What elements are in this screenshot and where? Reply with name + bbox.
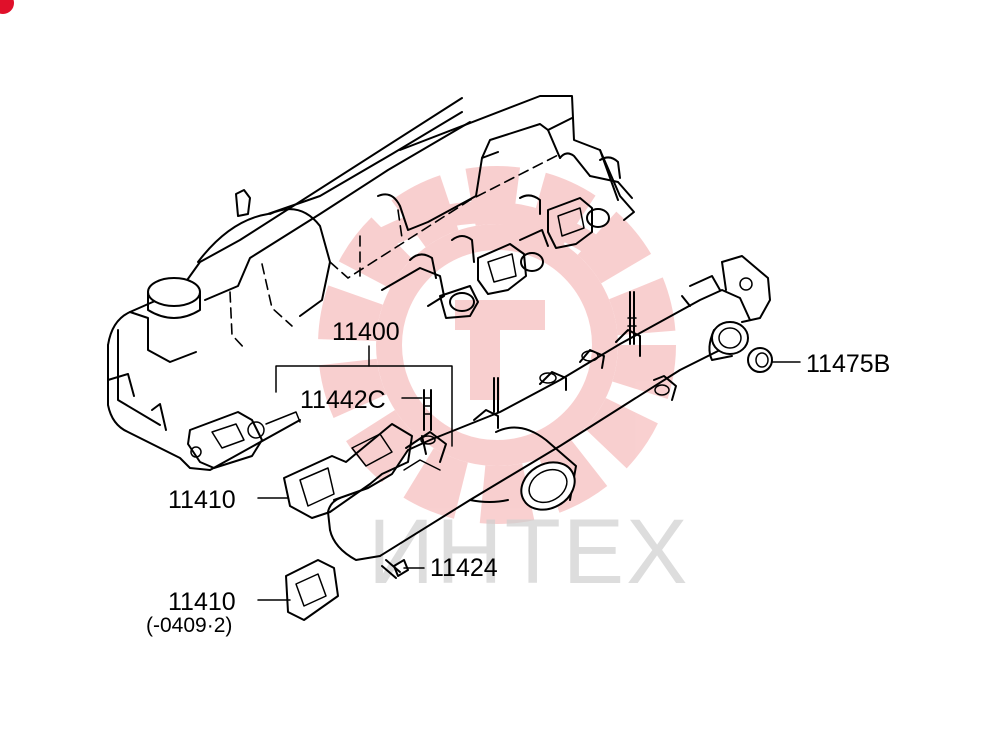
label-11410-note: (-0409·2): [146, 614, 232, 637]
watermark-logo: [318, 166, 676, 524]
head-exhaust-ports: [381, 156, 633, 319]
exhaust-manifold: [327, 255, 771, 561]
plug-part: [747, 347, 773, 373]
label-11400: 11400: [332, 318, 400, 346]
gasket-lower: [285, 559, 339, 621]
leader-lines: [257, 345, 801, 601]
label-11424: 11424: [430, 554, 498, 582]
gasket-upper: [283, 423, 413, 519]
label-11410-upper: 11410: [168, 486, 236, 514]
label-11475b: 11475B: [806, 350, 890, 378]
bolt-part: [381, 559, 409, 579]
label-11442c: 11442C: [300, 386, 386, 414]
corner-badge: [0, 0, 14, 14]
stud-part: [423, 389, 432, 431]
watermark-text: ИНТЕХ: [368, 501, 690, 603]
label-11410-lower: 11410: [168, 588, 236, 616]
